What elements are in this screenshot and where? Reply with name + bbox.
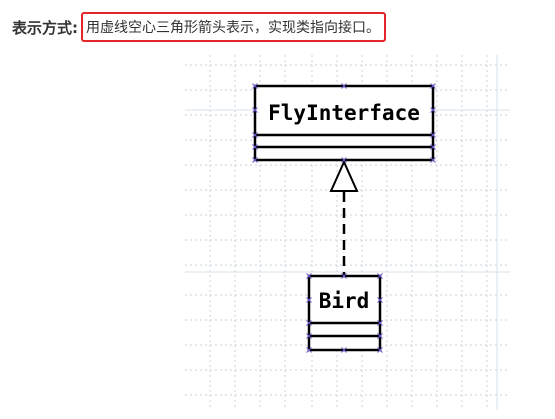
selection-handle-icon[interactable] (306, 273, 312, 279)
selection-handle-icon[interactable] (252, 107, 258, 113)
selection-handle-icon[interactable] (252, 157, 258, 163)
selection-handle-icon[interactable] (252, 144, 258, 150)
selection-handle-icon[interactable] (341, 157, 347, 163)
selection-handle-icon[interactable] (377, 297, 383, 303)
selection-handle-icon[interactable] (306, 320, 312, 326)
selection-handle-icon[interactable] (430, 157, 436, 163)
selection-handle-icon[interactable] (377, 347, 383, 353)
selection-handle-icon[interactable] (430, 107, 436, 113)
selection-handle-icon[interactable] (306, 347, 312, 353)
selection-handle-icon[interactable] (341, 273, 347, 279)
selection-handle-icon[interactable] (430, 132, 436, 138)
implementing-class-name: Bird (319, 289, 370, 313)
hollow-triangle-arrowhead (329, 159, 359, 192)
implementing-class[interactable]: Bird (307, 274, 382, 352)
interface-class-name: FlyInterface (268, 101, 420, 125)
selection-handle-icon[interactable] (252, 83, 258, 89)
selection-handle-icon[interactable] (430, 83, 436, 89)
selection-handle-icon[interactable] (341, 347, 347, 353)
selection-handle-icon[interactable] (252, 132, 258, 138)
realization-relationship[interactable] (329, 159, 359, 276)
caption-highlight-box: 用虚线空心三角形箭头表示，实现类指向接口。 (81, 12, 386, 42)
selection-handle-icon[interactable] (341, 83, 347, 89)
implementing-class-box (307, 274, 382, 352)
selection-handles (252, 83, 436, 353)
selection-handle-icon[interactable] (306, 333, 312, 339)
selection-handle-icon[interactable] (430, 144, 436, 150)
caption: 表示方式: 用虚线空心三角形箭头表示，实现类指向接口。 (12, 10, 386, 44)
selection-handle-icon[interactable] (377, 333, 383, 339)
selection-handle-icon[interactable] (306, 297, 312, 303)
caption-text: 用虚线空心三角形箭头表示，实现类指向接口。 (86, 20, 380, 36)
caption-label: 表示方式: (12, 18, 78, 37)
selection-handle-icon[interactable] (377, 273, 383, 279)
interface-class[interactable]: FlyInterface (253, 84, 435, 162)
selection-handle-icon[interactable] (377, 320, 383, 326)
